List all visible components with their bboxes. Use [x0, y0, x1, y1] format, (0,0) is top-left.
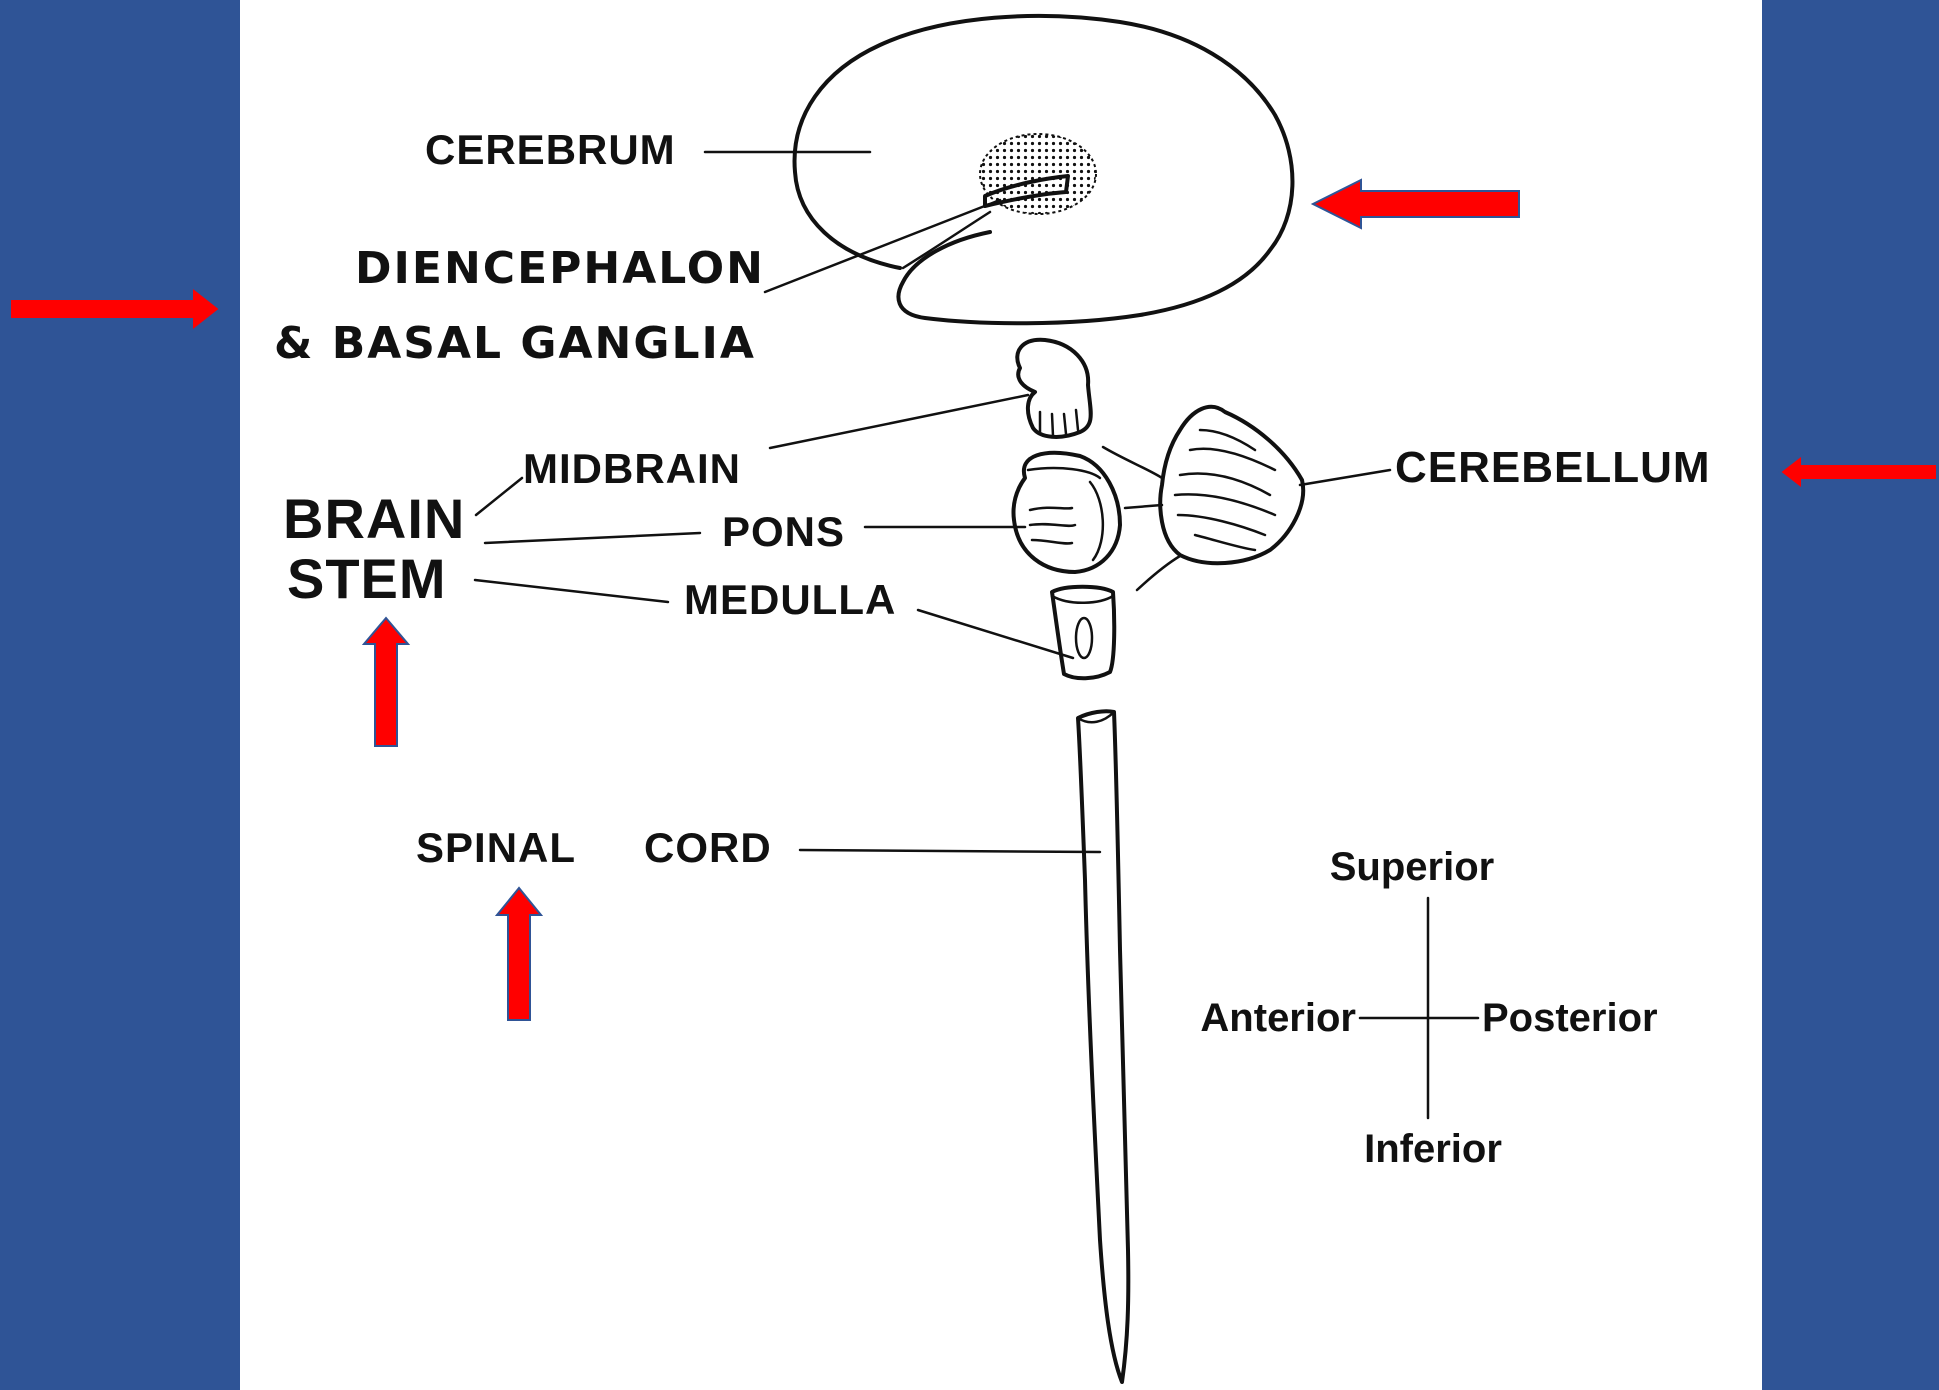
arrow-to-diencephalon	[10, 287, 220, 331]
arrow-to-cerebellum	[1780, 455, 1937, 489]
label-spinal: SPINAL	[416, 824, 576, 871]
label-stem: STEM	[287, 547, 447, 610]
label-cerebellum: CEREBELLUM	[1395, 443, 1711, 492]
label-brain: BRAIN	[283, 487, 465, 550]
label-basal-ganglia: & BASAL GANGLIA	[274, 318, 756, 369]
label-anterior: Anterior	[1200, 996, 1356, 1040]
label-pons: PONS	[722, 508, 845, 555]
figure-background	[240, 0, 1762, 1390]
label-superior: Superior	[1330, 845, 1494, 889]
label-cord: CORD	[644, 824, 772, 871]
label-midbrain: MIDBRAIN	[523, 445, 741, 492]
label-inferior: Inferior	[1364, 1127, 1502, 1171]
label-medulla: MEDULLA	[684, 576, 896, 623]
label-posterior: Posterior	[1482, 996, 1658, 1040]
label-diencephalon: DIENCEPHALON	[355, 243, 765, 294]
label-cerebrum: CEREBRUM	[425, 126, 676, 173]
